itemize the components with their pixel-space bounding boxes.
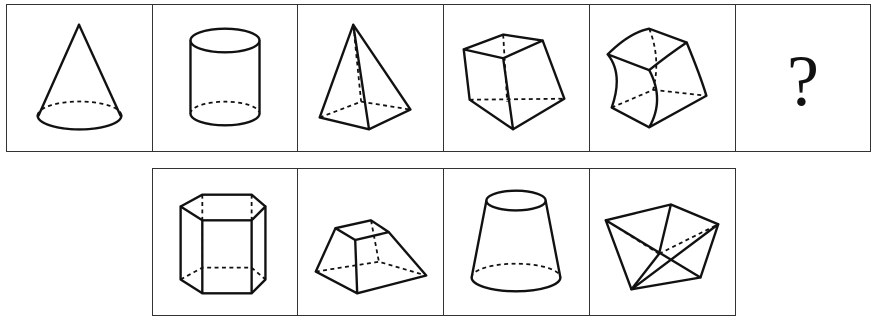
curved-cube-icon	[590, 5, 735, 151]
question-cell-5	[589, 4, 736, 152]
question-mark: ?	[736, 5, 870, 151]
diagonal-solid-icon	[590, 169, 735, 315]
question-cell-6: ?	[735, 4, 871, 152]
option-cell-1	[152, 168, 298, 316]
question-cell-1	[6, 4, 153, 152]
option-cell-2	[297, 168, 444, 316]
question-cell-2	[152, 4, 298, 152]
cone-icon	[7, 5, 152, 151]
cylinder-icon	[153, 5, 297, 151]
frustum-pyramid-icon	[298, 169, 443, 315]
option-cell-4	[589, 168, 736, 316]
question-cell-4	[443, 4, 590, 152]
option-cell-3	[443, 168, 590, 316]
hexagonal-prism-icon	[153, 169, 297, 315]
cone-frustum-icon	[444, 169, 589, 315]
pentagonal-prism-icon	[444, 5, 589, 151]
question-cell-3	[297, 4, 444, 152]
pyramid-icon	[298, 5, 443, 151]
